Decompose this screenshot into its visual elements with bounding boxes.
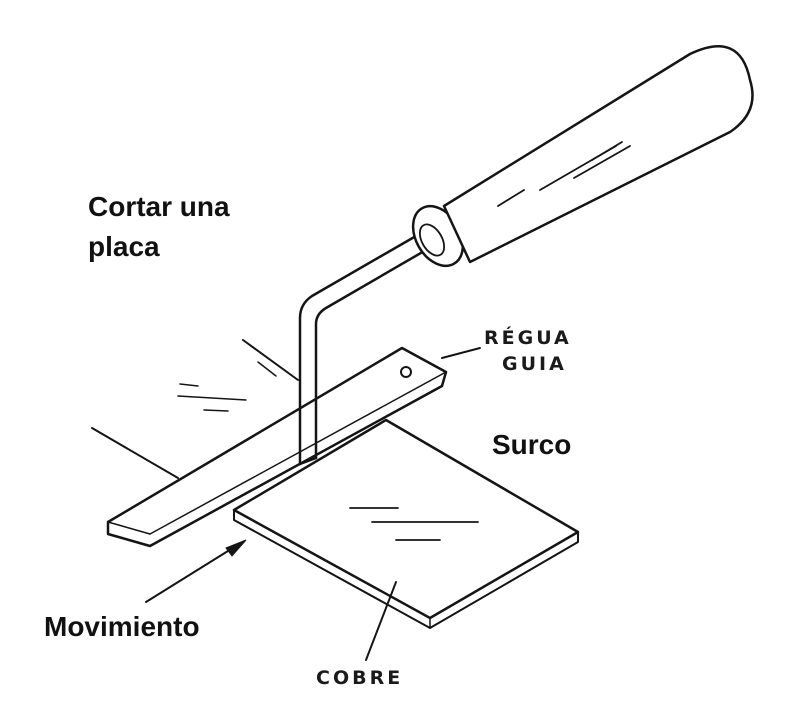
table-surface-lines [91,339,299,479]
regua-label-line-1: RÉGUA [484,326,572,349]
cutter-tool [298,45,754,466]
guide-ruler [106,346,448,548]
cobre-label: COBRE [316,667,403,689]
copper-plate [232,418,580,629]
leader-lines [145,347,481,661]
movimiento-label: Movimiento [44,611,200,642]
title-line-1: Cortar una [88,191,230,222]
regua-label-line-2: GUIA [502,353,567,375]
title-line-2: placa [88,231,160,262]
surco-label: Surco [492,429,571,460]
